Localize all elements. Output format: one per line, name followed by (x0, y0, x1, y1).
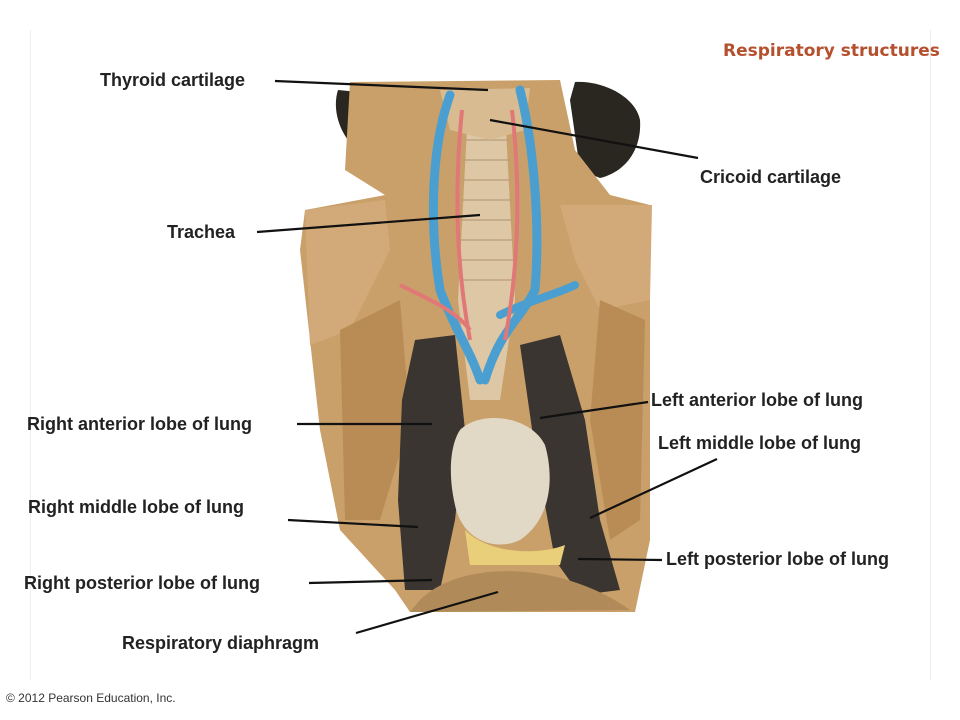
label-cricoid-cartilage: Cricoid cartilage (700, 167, 842, 187)
label-right-anterior-lobe: Right anterior lobe of lung (27, 414, 252, 434)
figure-title: Respiratory structures (723, 41, 940, 61)
larynx (440, 88, 530, 140)
jugular-vein-right (480, 85, 542, 385)
trachea-shape (458, 110, 515, 400)
trachea-rings (460, 139, 514, 281)
frame-border-right (930, 30, 931, 680)
frame-border-left (30, 30, 31, 680)
copyright-notice: © 2012 Pearson Education, Inc. (6, 691, 176, 705)
pericardial-fat (465, 530, 565, 565)
skin-flap-right (560, 205, 652, 310)
label-thyroid-cartilage: Thyroid cartilage (100, 70, 246, 90)
carotid-artery-left (455, 109, 472, 341)
leader-left-posterior-lobe (577, 557, 663, 562)
tissue-fold-right (590, 300, 645, 540)
heart (450, 418, 550, 545)
leader-left-anterior-lobe (539, 400, 649, 420)
label-right-middle-lobe: Right middle lobe of lung (28, 497, 244, 517)
leader-lines (256, 79, 718, 635)
leader-thyroid-cartilage (274, 79, 489, 92)
skin-flap-left (305, 200, 390, 345)
tissue-fold-left (340, 300, 410, 520)
label-left-posterior-lobe: Left posterior lobe of lung (666, 549, 889, 569)
carotid-artery-right (503, 109, 520, 341)
leader-right-posterior-lobe (308, 578, 433, 585)
leader-cricoid-cartilage (489, 118, 699, 160)
leader-left-middle-lobe (589, 458, 718, 519)
leader-respiratory-diaphragm (355, 590, 499, 635)
subclavian-artery (399, 283, 472, 332)
leader-trachea (256, 213, 481, 234)
left-lung (520, 335, 620, 595)
label-respiratory-diaphragm: Respiratory diaphragm (122, 633, 320, 653)
leader-right-middle-lobe (287, 518, 419, 529)
label-left-middle-lobe: Left middle lobe of lung (658, 433, 861, 453)
label-trachea: Trachea (167, 222, 236, 242)
fur-right (570, 81, 641, 178)
label-right-posterior-lobe: Right posterior lobe of lung (24, 573, 260, 593)
jugular-vein-left (428, 90, 485, 385)
label-left-anterior-lobe: Left anterior lobe of lung (651, 390, 863, 410)
